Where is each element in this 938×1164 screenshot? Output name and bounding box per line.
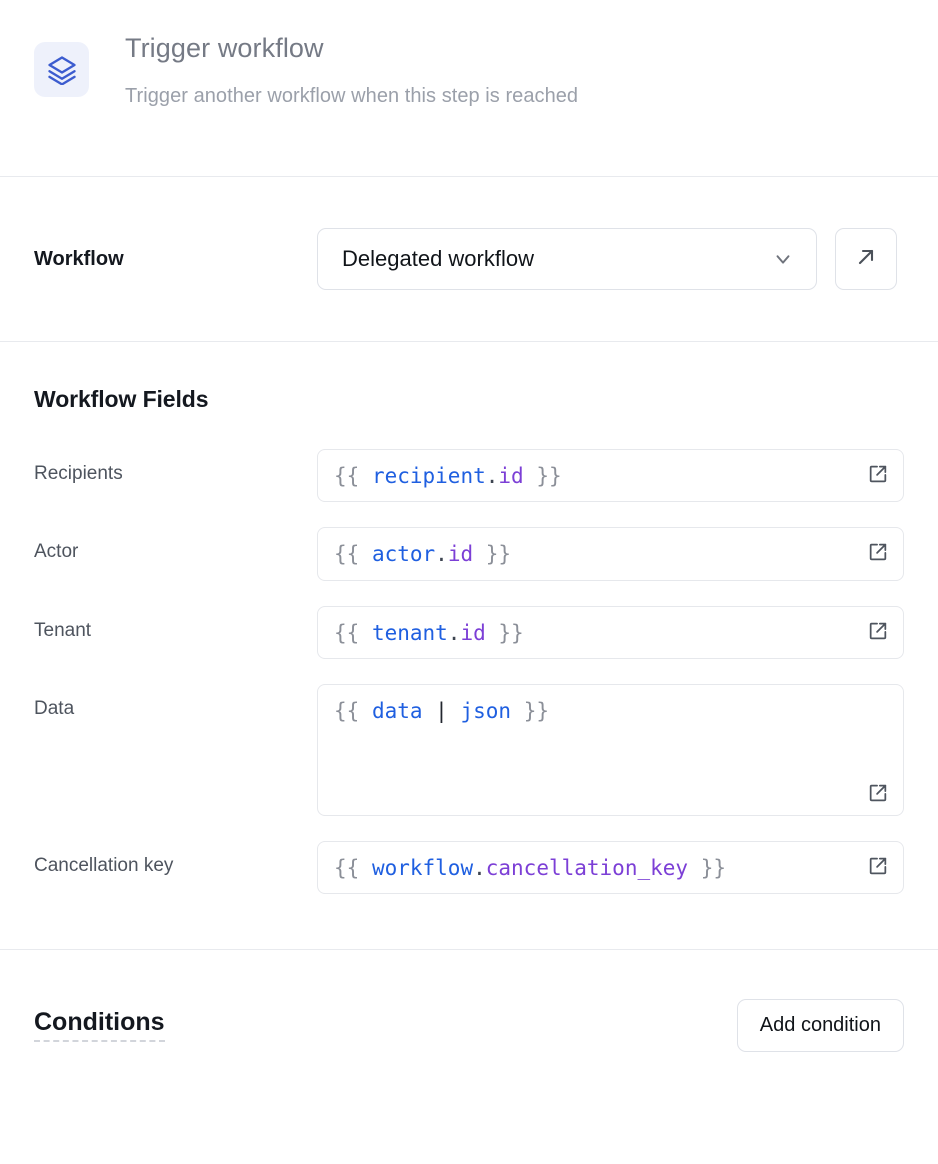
page-title: Trigger workflow <box>125 33 324 63</box>
arrow-up-right-icon <box>854 245 878 274</box>
add-condition-button[interactable]: Add condition <box>736 998 904 1052</box>
external-link-icon[interactable] <box>867 855 889 877</box>
divider-header <box>0 176 938 177</box>
workflow-row: Workflow Delegated workflow <box>0 177 938 341</box>
workflow-select-value: Delegated workflow <box>342 246 534 271</box>
field-value: {{ actor.id }} <box>334 542 512 567</box>
field-label: Cancellation key <box>34 855 174 877</box>
workflow-fields-section: Workflow Fields Recipients {{ recipient.i… <box>0 342 938 949</box>
external-link-icon[interactable] <box>867 620 889 642</box>
external-link-icon[interactable] <box>867 782 889 804</box>
workflow-field-row: Tenant {{ tenant.id }} <box>34 605 904 660</box>
chevron-down-icon <box>772 248 794 270</box>
field-label: Recipients <box>34 463 123 484</box>
open-workflow-button[interactable] <box>835 228 897 290</box>
step-header: Trigger workflow Trigger another workflo… <box>0 0 938 176</box>
field-value: {{ recipient.id }} <box>334 464 562 488</box>
field-input[interactable]: {{ data | json }} <box>317 684 904 817</box>
external-link-icon[interactable] <box>867 541 889 563</box>
workflow-label: Workflow <box>34 247 124 270</box>
workflow-controls: Delegated workflow <box>317 228 897 290</box>
field-input[interactable]: {{ tenant.id }} <box>317 605 904 660</box>
field-value: {{ workflow.cancellation_key }} <box>334 856 726 881</box>
conditions-title: Conditions <box>34 1008 165 1043</box>
field-input[interactable]: {{ recipient.id }} <box>317 449 904 503</box>
layers-icon <box>34 42 89 97</box>
field-value: {{ tenant.id }} <box>334 620 524 645</box>
field-input[interactable]: {{ workflow.cancellation_key }} <box>317 841 904 895</box>
external-link-icon[interactable] <box>867 463 889 485</box>
workflow-fields-title: Workflow Fields <box>34 386 209 412</box>
workflow-field-row: Actor {{ actor.id }} <box>34 527 904 581</box>
field-label: Actor <box>34 541 79 563</box>
workflow-fields-list: Recipients {{ recipient.id }} Actor {{ acto… <box>34 449 904 895</box>
workflow-field-row: Recipients {{ recipient.id }} <box>34 449 904 503</box>
field-label: Tenant <box>34 619 92 641</box>
workflow-field-row: Data {{ data | json }} <box>34 684 904 817</box>
conditions-section: Conditions Add condition <box>0 950 938 1100</box>
field-input[interactable]: {{ actor.id }} <box>317 527 904 581</box>
field-label: Data <box>34 698 75 720</box>
divider-conditions <box>0 949 938 951</box>
page-subtitle: Trigger another workflow when this step … <box>125 84 579 107</box>
workflow-field-row: Cancellation key {{ workflow.cancellation… <box>34 841 904 895</box>
workflow-select[interactable]: Delegated workflow <box>317 228 817 290</box>
divider-workflow <box>0 341 938 342</box>
field-value: {{ data | json }} <box>334 699 549 724</box>
